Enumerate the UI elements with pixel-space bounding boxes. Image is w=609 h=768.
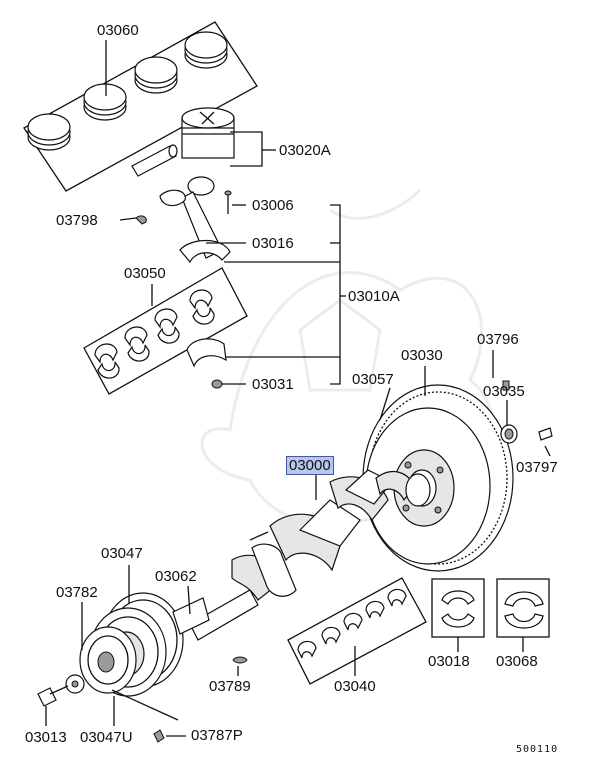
- label-03062[interactable]: 03062: [155, 568, 197, 585]
- small-bolt: [153, 729, 165, 743]
- label-03006[interactable]: 03006: [252, 197, 294, 214]
- pilot-bushing: [500, 380, 553, 444]
- crank-sprocket: [172, 597, 248, 664]
- damper: [79, 626, 137, 694]
- crankshaft: [189, 469, 431, 641]
- label-03016[interactable]: 03016: [252, 235, 294, 252]
- label-03047[interactable]: 03047: [101, 545, 143, 562]
- label-03010A[interactable]: 03010A: [348, 288, 400, 305]
- rod-cap: [186, 338, 227, 389]
- thrust-bearing: [431, 578, 485, 638]
- label-03035[interactable]: 03035: [483, 383, 525, 400]
- label-03013[interactable]: 03013: [25, 729, 67, 746]
- label-03796[interactable]: 03796: [477, 331, 519, 348]
- label-03000[interactable]: 03000: [286, 456, 334, 475]
- label-03047U[interactable]: 03047U: [80, 729, 133, 746]
- label-03798[interactable]: 03798: [56, 212, 98, 229]
- label-03060[interactable]: 03060: [97, 22, 139, 39]
- label-03040[interactable]: 03040: [334, 678, 376, 695]
- pulley-bolt: [37, 674, 85, 707]
- label-03068[interactable]: 03068: [496, 653, 538, 670]
- label-03030[interactable]: 03030: [401, 347, 443, 364]
- label-03031[interactable]: 03031: [252, 376, 294, 393]
- piston-rings: [23, 21, 258, 192]
- connecting-rod: [135, 176, 232, 264]
- thrust-washer: [496, 578, 550, 638]
- label-03787P[interactable]: 03787P: [191, 727, 243, 744]
- label-03789[interactable]: 03789: [209, 678, 251, 695]
- diagram-code: 500110: [516, 744, 559, 755]
- leader-lines: [45, 40, 551, 737]
- piston: [131, 107, 235, 177]
- main-bearings: [287, 577, 427, 685]
- label-03050[interactable]: 03050: [124, 265, 166, 282]
- label-03782[interactable]: 03782: [56, 584, 98, 601]
- label-03020A[interactable]: 03020A: [279, 142, 331, 159]
- label-03797[interactable]: 03797: [516, 459, 558, 476]
- conrod-bearings: [83, 267, 248, 395]
- label-03018[interactable]: 03018: [428, 653, 470, 670]
- label-03057[interactable]: 03057: [352, 371, 394, 388]
